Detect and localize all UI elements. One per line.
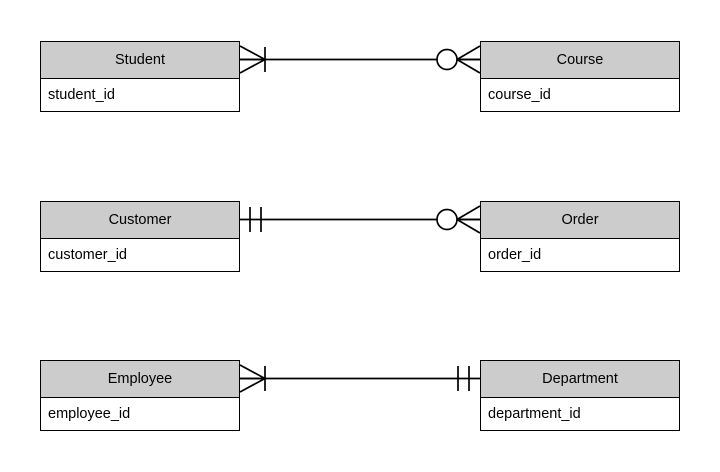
entity-title-employee: Employee: [41, 361, 239, 398]
cardinality-circle-crowsfoot-course: [436, 45, 481, 74]
entity-box-customer[interactable]: Customer customer_id: [40, 201, 240, 272]
cardinality-crowsfoot-bar-student: [239, 45, 266, 74]
entity-title-course: Course: [481, 42, 679, 79]
entity-attribute-customer-id: customer_id: [41, 239, 239, 271]
entity-attribute-student-id: student_id: [41, 79, 239, 111]
entity-attribute-employee-id: employee_id: [41, 398, 239, 430]
entity-box-employee[interactable]: Employee employee_id: [40, 360, 240, 431]
entity-title-student: Student: [41, 42, 239, 79]
entity-box-course[interactable]: Course course_id: [480, 41, 680, 112]
entity-box-order[interactable]: Order order_id: [480, 201, 680, 272]
entity-title-order: Order: [481, 202, 679, 239]
entity-box-student[interactable]: Student student_id: [40, 41, 240, 112]
cardinality-double-bar-department: [457, 366, 470, 391]
entity-box-department[interactable]: Department department_id: [480, 360, 680, 431]
entity-attribute-order-id: order_id: [481, 239, 679, 271]
cardinality-crowsfoot-bar-employee: [239, 364, 266, 393]
entity-attribute-department-id: department_id: [481, 398, 679, 430]
entity-attribute-course-id: course_id: [481, 79, 679, 111]
cardinality-circle-crowsfoot-order: [436, 205, 481, 234]
entity-title-department: Department: [481, 361, 679, 398]
cardinality-double-bar-customer: [249, 207, 262, 232]
entity-title-customer: Customer: [41, 202, 239, 239]
